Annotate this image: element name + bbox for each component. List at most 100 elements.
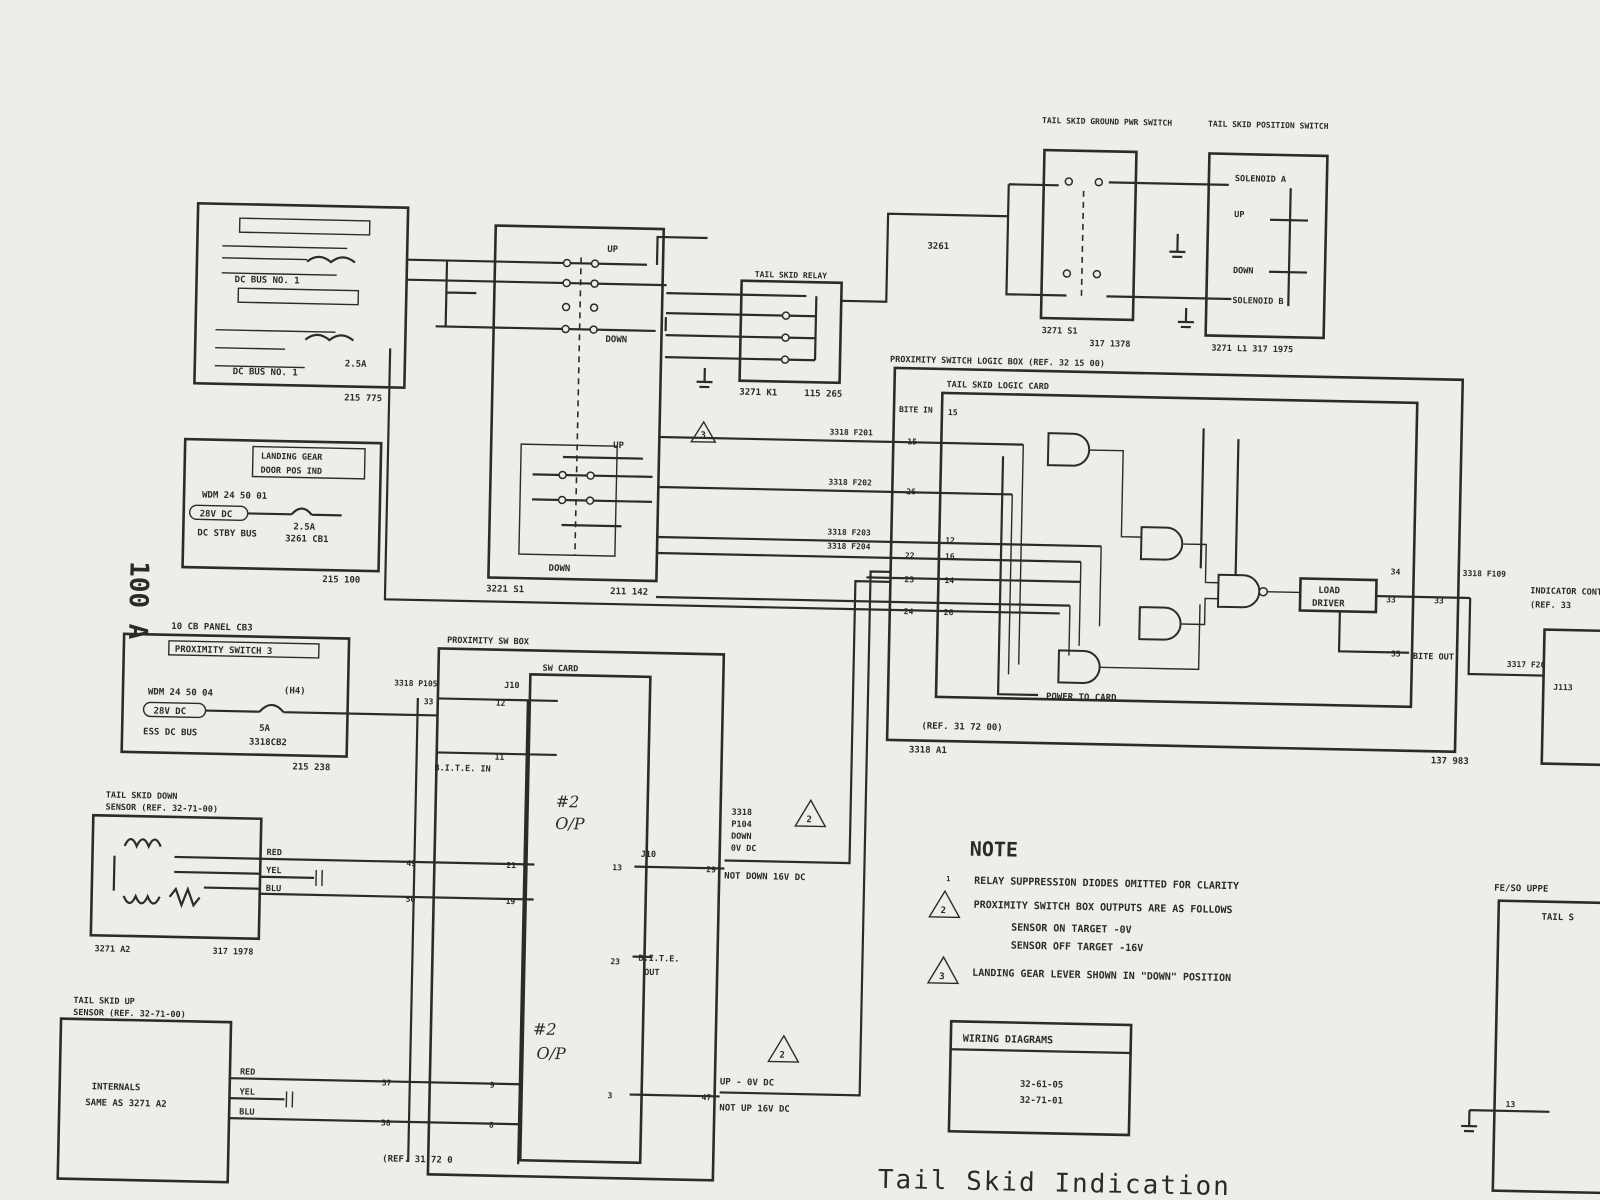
wire-blu: BLU [266,884,282,894]
proximity-switch-box: PROXIMITY SW BOX SW CARD J10 3318 P105 B… [382,570,891,1182]
fe-label: FE/SO UPPE [1494,884,1548,895]
solenoid-b: SOLENOID B [1232,296,1283,307]
ground-power-switch: TAIL SKID GROUND PWR SWITCH 3261 3271 S1… [927,116,1232,350]
bite-out-label: BITE OUT [1413,652,1454,663]
pin-label: 24 [904,607,914,616]
fe-so-panel: FE/SO UPPE TAIL S 13 [1461,884,1600,1195]
pin-label: 49 [406,859,416,868]
wire-red: RED [266,848,282,858]
cb-top-ref: 215 775 [344,393,382,404]
j10-mid: J10 [641,850,657,860]
pin-label: 13 [1505,1100,1515,1109]
cb-mid-bus-wire: WDM 24 50 01 [202,490,267,501]
cb-prox-title: 10 CB PANEL CB3 [171,622,252,634]
logic-ref: (REF. 31 72 00) [921,722,1002,734]
note-2b: SENSOR OFF TARGET -16V [1011,940,1144,954]
pin-label: 9 [490,1081,495,1090]
notes-heading: NOTE [970,837,1019,862]
cb-prox-label: PROXIMITY SWITCH 3 [175,645,273,657]
cb-mid-panel: LANDING GEAR DOOR POS IND WDM 24 50 01 2… [181,437,383,586]
note-marker-triangle-2 [794,798,827,828]
logic-ref-b: 137 983 [1431,756,1469,767]
indicator-control: INDICATOR CONTROL (REF. 33 3317 F20 J113 [1467,586,1600,767]
logic-ref-a: 3318 A1 [909,745,947,756]
relay-ref-a: 3271 K1 [739,388,777,399]
relay-ref-b: 115 265 [804,389,842,400]
lg-up-label: UP [607,245,619,255]
pin-label: 11 [495,753,505,762]
wire-red-2: RED [240,1067,256,1077]
load-driver-1: LOAD [1318,586,1340,596]
note-3: LANDING GEAR LEVER SHOWN IN "DOWN" POSIT… [972,968,1231,984]
pin-label: 16 [945,552,955,561]
up-sensor-1: TAIL SKID UP [73,996,135,1007]
not-up: NOT UP 16V DC [719,1103,790,1114]
wire-3261: 3261 [927,242,949,252]
power-to-card: POWER TO CARD [1046,692,1117,703]
landing-gear-selector: UP DOWN UP DOWN 3221 S1 211 142 3 [406,224,717,598]
cb-top-bus-2: DC BUS NO. 1 [233,367,298,378]
cb-top-amps: 2.5A [345,359,367,369]
lg-down-label: DOWN [548,564,570,574]
down-label: DOWN [731,832,752,842]
wire-blu-2: BLU [239,1107,255,1117]
fe-sub: TAIL S [1541,913,1574,924]
cb-top-panel: DC BUS NO. 1 DC BUS NO. 1 2.5A 215 775 [193,201,410,404]
pin-label: 14 [944,576,954,585]
bite-out-pin-1: B.I.T.E. [638,954,679,965]
bite-out-pin-2: OUT [644,968,660,978]
pin-label: 37 [382,1078,392,1087]
pin-label: 15 [907,437,917,446]
handwritten-op-2a: #2 [533,1020,557,1039]
cb-prox-id: 3318CB2 [249,737,287,748]
solenoid-a: SOLENOID A [1235,174,1286,185]
cb-mid-ref: 215 100 [322,575,360,586]
cb-prox-amps: 5A [259,724,271,734]
wire-f203: 3318 F203 [827,528,871,538]
p105: 3318 P105 [394,679,438,689]
handwritten-op-1b: O/P [555,814,585,834]
ground-switch-title: TAIL SKID GROUND PWR SWITCH [1042,116,1172,128]
note-1-marker: 1 [946,875,950,883]
cb-prox-panel: 10 CB PANEL CB3 PROXIMITY SWITCH 3 WDM 2… [120,622,438,773]
pin-label: 29 [706,865,716,874]
pin-label: 13 [612,863,622,872]
wire-3317: 3317 F20 [1507,660,1546,670]
pin-label: 50 [406,895,416,904]
diagram-title: Tail Skid Indication [878,1165,1232,1200]
wire-yel-2: YEL [239,1087,255,1097]
wiring-ref-1: 32-61-05 [1020,1080,1064,1091]
pin-label: 35 [1391,649,1401,658]
tail-skid-position-switch: TAIL SKID POSITION SWITCH SOLENOID A UP … [1169,119,1329,356]
note-marker-triangle-2b [767,1034,800,1063]
cb-prox-bus-wire: WDM 24 50 04 [148,687,214,698]
pin-label: 22 [905,551,915,560]
relay-title: TAIL SKID RELAY [755,270,828,281]
pin-label: 33 [1434,596,1444,605]
sw-card: SW CARD [542,664,578,675]
wiring-diagrams-box: WIRING DIAGRAMS 32-61-05 32-71-01 [947,1019,1133,1137]
pin-label: 15 [948,408,958,417]
indicator-ref: (REF. 33 [1530,600,1571,611]
lg-ref-a: 3221 S1 [486,584,524,595]
out-wire: 3318 F109 [1463,569,1507,579]
handwritten-op-2b: O/P [536,1044,566,1064]
load-driver-2: DRIVER [1312,599,1345,610]
prox-ref: (REF. 31 72 0 [382,1154,453,1165]
pin-label: 21 [506,861,516,870]
wire-yel: YEL [266,866,282,876]
p104-2: P104 [731,820,752,830]
cb-prox-voltage: 28V DC [153,706,186,717]
down-sensor-1: TAIL SKID DOWN [106,791,178,802]
up-internals-2: SAME AS 3271 A2 [85,1098,166,1110]
pin-label: 23 [610,957,620,966]
proximity-logic-box: PROXIMITY SWITCH LOGIC BOX (REF. 32 15 0… [383,348,1507,767]
ground-ref-b: 317 1378 [1089,339,1130,350]
cb-mid-amps: 2.5A [293,522,315,532]
solenoid-ref: 3271 L1 317 1975 [1211,344,1293,356]
lg-up-label-2: UP [613,441,625,451]
note-2-marker: 2 [940,906,946,916]
tri-mid-num: 2 [806,815,812,825]
